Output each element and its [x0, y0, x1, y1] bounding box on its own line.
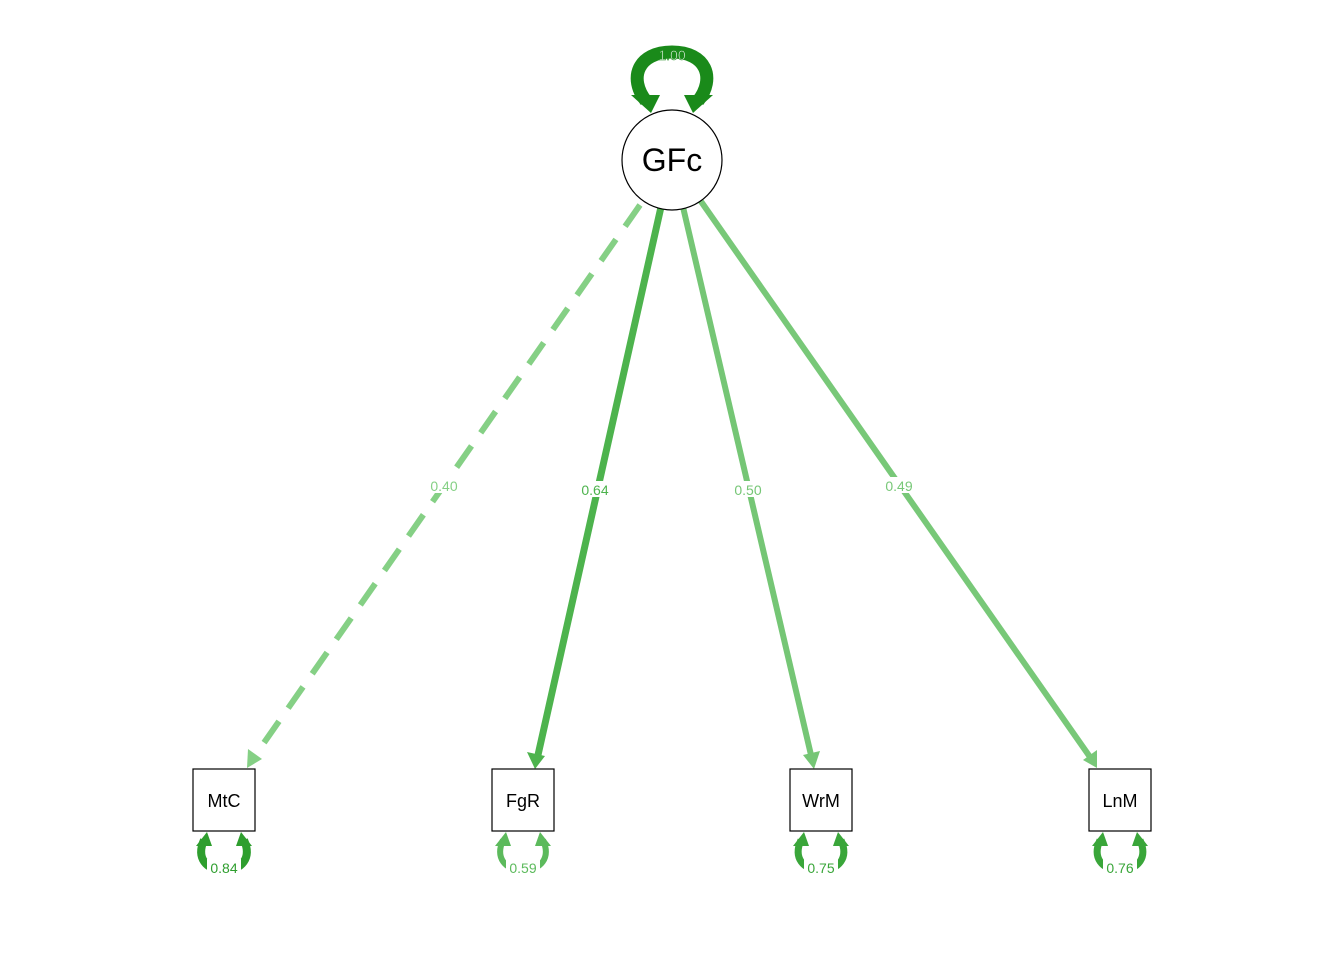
- indicator-label-mtc: MtC: [208, 791, 241, 811]
- latent-variance-label: 1.00: [658, 47, 685, 63]
- residual-label-lnm: 0.76: [1106, 860, 1133, 876]
- residual-loop-lnm: 0.76: [1092, 832, 1148, 876]
- indicator-label-wrm: WrM: [802, 791, 840, 811]
- indicator-label-lnm: LnM: [1102, 791, 1137, 811]
- loading-label-wrm: 0.50: [734, 482, 761, 498]
- loading-arrowhead-fgr: [527, 752, 545, 769]
- variance-arrowhead-right: [684, 95, 713, 113]
- indicator-node-lnm: LnM: [1088, 768, 1152, 832]
- latent-node-gfc: GFc: [621, 109, 723, 211]
- residual-label-wrm: 0.75: [807, 860, 834, 876]
- residual-loop-wrm: 0.75: [793, 832, 849, 876]
- indicator-node-fgr: FgR: [491, 768, 555, 832]
- loading-label-fgr: 0.64: [581, 482, 608, 498]
- indicator-label-fgr: FgR: [506, 791, 540, 811]
- residual-loop-mtc: 0.84: [196, 832, 252, 876]
- loading-label-mtc: 0.40: [430, 478, 457, 494]
- loading-label-lnm: 0.49: [885, 478, 912, 494]
- latent-label: GFc: [642, 142, 702, 178]
- variance-arrowhead-left: [631, 95, 660, 113]
- loading-arrowhead-wrm: [803, 751, 820, 769]
- indicator-node-mtc: MtC: [192, 768, 256, 832]
- latent-variance-label-group: 1.00: [658, 47, 686, 64]
- loading-labels: 0.40 0.64 0.50 0.49: [427, 477, 916, 498]
- loading-arrowhead-mtc: [247, 749, 262, 768]
- residual-loop-fgr: 0.59: [495, 832, 551, 876]
- indicator-node-wrm: WrM: [789, 768, 853, 832]
- loading-arrowhead-lnm: [1083, 750, 1097, 768]
- residual-label-fgr: 0.59: [509, 860, 536, 876]
- residual-label-mtc: 0.84: [210, 860, 237, 876]
- loading-paths: [247, 198, 1097, 769]
- latent-variance-loop: [630, 45, 714, 113]
